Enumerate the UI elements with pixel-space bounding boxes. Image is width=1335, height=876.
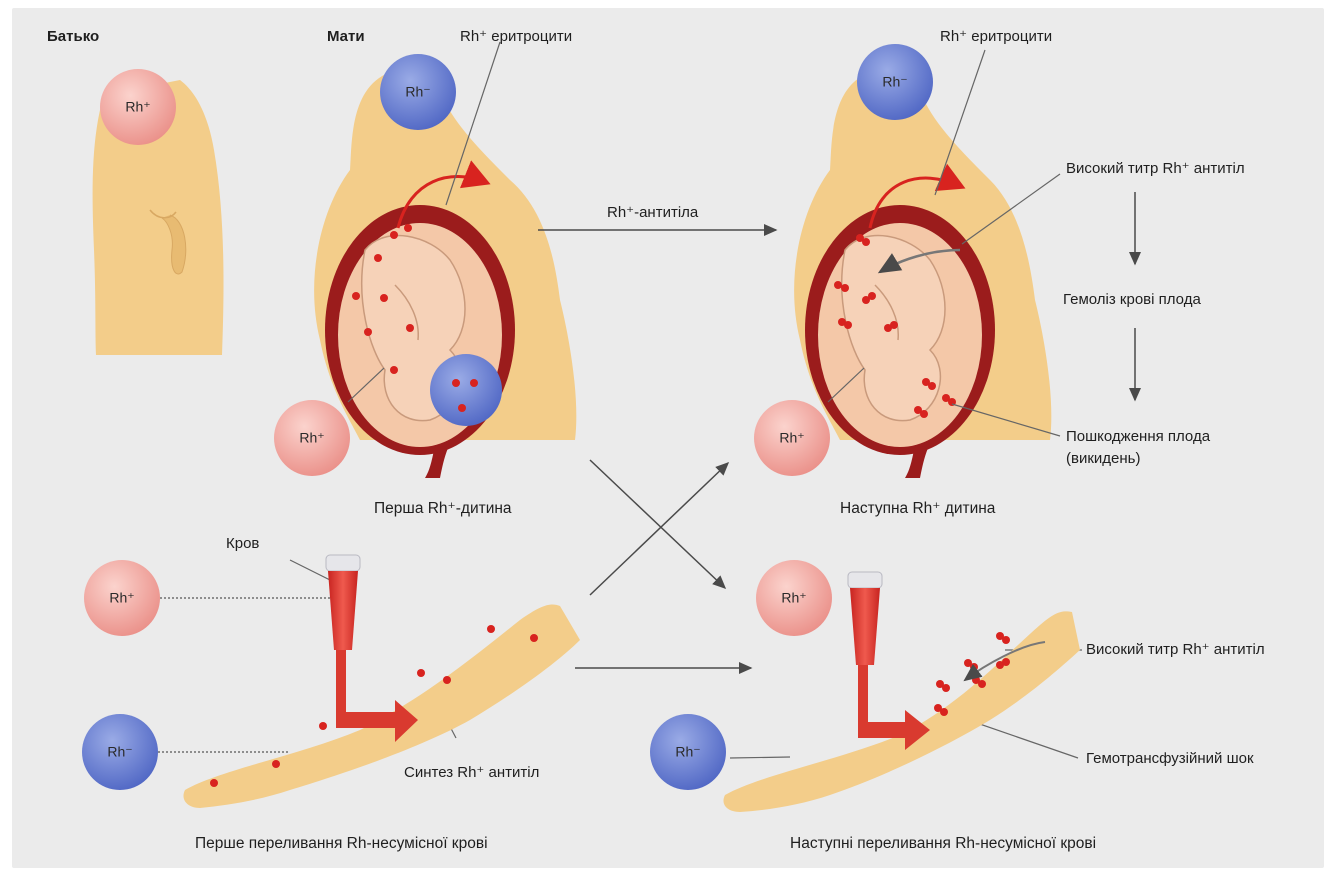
fetal-damage-label-line1: Пошкодження плода xyxy=(1066,428,1210,446)
next-transfusion-caption: Наступні переливання Rh-несумісної крові xyxy=(790,835,1096,853)
rh-pos-label: Rh⁺ xyxy=(282,430,342,447)
blood-label: Кров xyxy=(226,535,259,553)
antibodies-label: Rh⁺-антитіла xyxy=(607,204,698,222)
shock-label: Гемотрансфузійний шок xyxy=(1086,750,1254,768)
rh-pos-label: Rh⁺ xyxy=(762,430,822,447)
mother-next-pregnancy xyxy=(794,70,1051,478)
rh-neg-label: Rh⁻ xyxy=(658,744,718,761)
first-child-caption: Перша Rh⁺-дитина xyxy=(374,500,512,518)
synthesis-label: Синтез Rh⁺ антитіл xyxy=(404,764,539,782)
rh-pos-rbc-label-1: Rh⁺ еритроцити xyxy=(460,28,572,46)
dashed-lines xyxy=(158,598,335,752)
father-label: Батько xyxy=(47,28,99,46)
mother-label: Мати xyxy=(327,28,365,46)
rh-pos-rbc-label-2: Rh⁺ еритроцити xyxy=(940,28,1052,46)
rh-pos-label: Rh⁺ xyxy=(764,590,824,607)
first-transfusion-caption: Перше переливання Rh-несумісної крові xyxy=(195,835,488,853)
rh-pos-label: Rh⁺ xyxy=(108,99,168,116)
rh-neg-label: Rh⁻ xyxy=(865,74,925,91)
next-child-caption: Наступна Rh⁺ дитина xyxy=(840,500,995,518)
fetal-damage-label-line2: (викидень) xyxy=(1066,450,1140,468)
high-titer-top-label: Високий титр Rh⁺ антитіл xyxy=(1066,160,1245,178)
high-titer-bottom-label: Високий титр Rh⁺ антитіл xyxy=(1086,641,1265,659)
rh-pos-label: Rh⁺ xyxy=(92,590,152,607)
rh-neg-label: Rh⁻ xyxy=(388,84,448,101)
hemolysis-label: Гемоліз крові плода xyxy=(1063,291,1201,309)
mother-first-pregnancy xyxy=(314,70,576,478)
rh-neg-label: Rh⁻ xyxy=(90,744,150,761)
